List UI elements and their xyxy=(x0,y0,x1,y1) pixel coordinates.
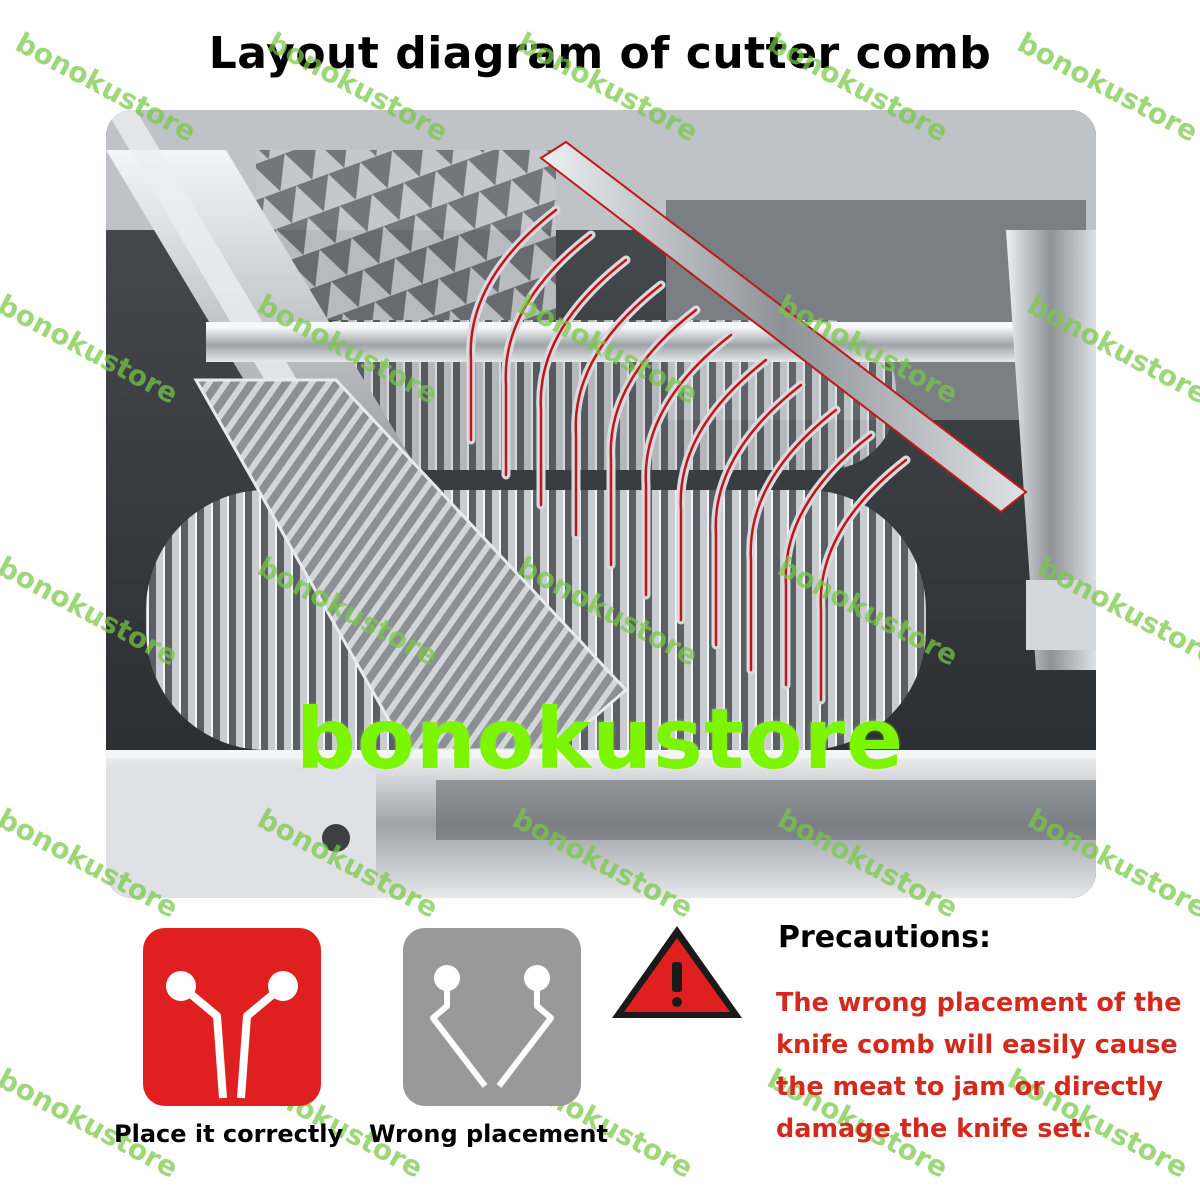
precautions-line: The wrong placement of the xyxy=(776,988,1182,1018)
precautions-line: damage the knife set. xyxy=(776,1114,1092,1144)
precautions-line: knife comb will easily cause xyxy=(776,1030,1178,1060)
precautions-text: The wrong placement of the knife comb wi… xyxy=(776,982,1182,1150)
comb-teeth xyxy=(466,205,911,705)
center-watermark: bonokustore xyxy=(295,690,905,788)
wrong-placement-label: Wrong placement xyxy=(369,1120,608,1148)
correct-placement-label: Place it correctly xyxy=(114,1120,344,1148)
page-title: Layout diagram of cutter comb xyxy=(208,28,992,79)
wrong-placement-icon xyxy=(403,928,581,1106)
precautions-line: the meat to jam or directly xyxy=(776,1072,1164,1102)
warning-triangle-icon xyxy=(612,926,742,1018)
precautions-title: Precautions: xyxy=(778,920,991,955)
machine-photo xyxy=(106,110,1096,898)
cutter-comb-illustration xyxy=(106,110,1096,898)
correct-placement-icon xyxy=(143,928,321,1106)
